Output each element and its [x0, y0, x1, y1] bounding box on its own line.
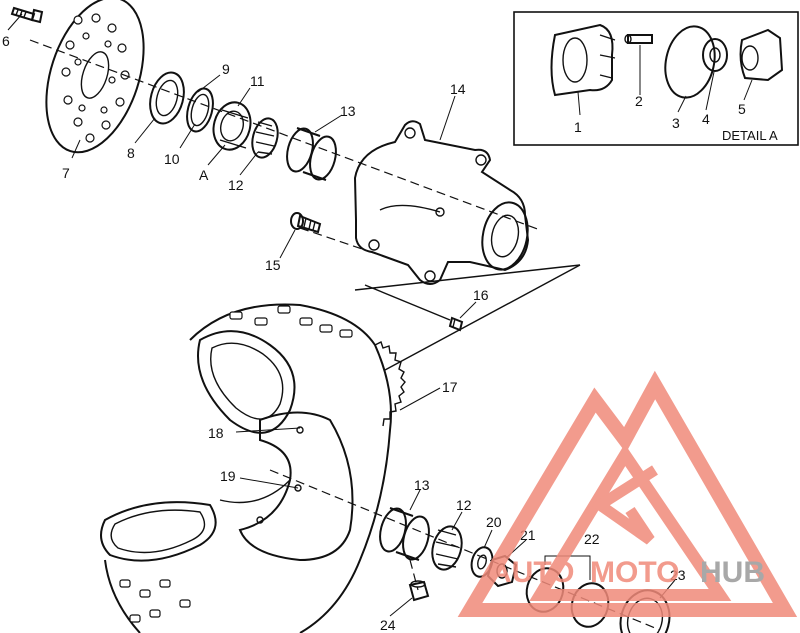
callout-15: 15 — [265, 257, 281, 273]
callout-3: 3 — [672, 115, 680, 131]
bearing-race-upper — [286, 127, 337, 181]
callout-6: 6 — [2, 33, 10, 49]
bearing-race-lower — [379, 507, 430, 561]
callout-19: 19 — [220, 468, 236, 484]
callout-8: 8 — [127, 145, 135, 161]
clutch-assembly — [212, 101, 252, 151]
callout-2: 2 — [635, 93, 643, 109]
tire — [100, 303, 406, 633]
callout-13-upper: 13 — [340, 103, 356, 119]
callout-5: 5 — [738, 101, 746, 117]
callout-20: 20 — [486, 514, 502, 530]
watermark-brand-hub: HUB — [700, 556, 765, 589]
wheel-hub — [353, 120, 530, 285]
callout-16: 16 — [473, 287, 489, 303]
bearing-upper — [251, 117, 279, 159]
watermark-brand-auto: AUTO — [490, 556, 574, 589]
callout-11: 11 — [250, 73, 265, 89]
callout-9: 9 — [222, 61, 230, 77]
wheel-stud — [290, 212, 322, 234]
callout-7: 7 — [62, 165, 70, 181]
grease-fitting — [448, 316, 464, 332]
callout-13-lower: 13 — [414, 477, 430, 493]
callout-4: 4 — [702, 111, 710, 127]
callout-12-lower: 12 — [456, 497, 472, 513]
bearing-lower — [431, 525, 463, 571]
callout-14: 14 — [450, 81, 466, 97]
callout-12-upper: 12 — [228, 177, 244, 193]
callout-22: 22 — [584, 531, 600, 547]
detail-a-box — [513, 11, 799, 146]
callout-leaders — [7, 13, 753, 617]
watermark-logo: AUTO MOTO HUB — [457, 370, 798, 617]
callout-10: 10 — [164, 151, 180, 167]
callout-17: 17 — [442, 379, 458, 395]
callout-24: 24 — [380, 617, 396, 633]
callout-labels: 6 7 8 9 10 11 A 12 13 14 15 16 17 18 19 … — [2, 33, 778, 633]
disc-bolt — [10, 6, 44, 24]
callout-1: 1 — [574, 119, 582, 135]
brake-disc — [45, 0, 145, 154]
watermark-brand-moto: MOTO — [590, 556, 679, 589]
snap-ring — [186, 87, 214, 133]
callout-23: 23 — [670, 567, 686, 583]
callout-A: A — [199, 167, 209, 183]
detail-a-label: DETAIL A — [722, 128, 778, 143]
callout-18: 18 — [208, 425, 224, 441]
valve-stem — [408, 580, 430, 602]
seal — [149, 71, 185, 125]
